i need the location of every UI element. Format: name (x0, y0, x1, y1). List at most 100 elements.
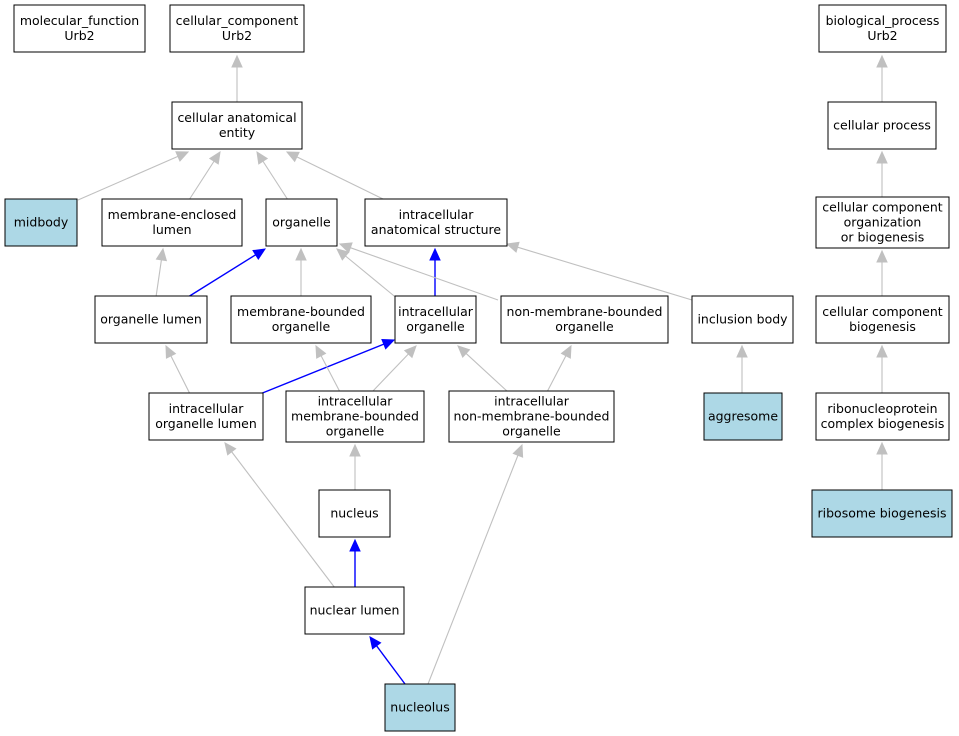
arrowhead-icon (429, 247, 441, 261)
node-label: molecular_function (20, 13, 139, 28)
edge-intracellular_organelle-to-organelle (336, 248, 400, 301)
edge-line (155, 259, 162, 298)
node-nuclear-lumen[interactable]: nuclear lumen (304, 586, 405, 635)
node-label: ribonucleoprotein (827, 401, 937, 416)
node-nucleolus[interactable]: nucleolus (384, 683, 456, 732)
edge-midbody-to-cellular_anatomical_entity (77, 151, 190, 201)
node-box (703, 392, 783, 441)
arrowhead-icon (315, 344, 327, 359)
node-label: organelle (272, 215, 331, 230)
edge-line (262, 160, 289, 201)
node-label: organization (844, 215, 922, 230)
node-intracellular-nmbo[interactable]: intracellularnon-membrane-boundedorganel… (448, 390, 615, 443)
node-label: biological_process (826, 13, 940, 28)
node-label: non-membrane-bounded (454, 409, 610, 424)
node-box (364, 198, 508, 247)
node-box (171, 101, 303, 150)
node-label: aggresome (708, 409, 778, 424)
node-box (394, 295, 477, 344)
node-inclusion-body[interactable]: inclusion body (691, 295, 794, 344)
node-label: cellular component (822, 304, 942, 319)
node-label: complex biogenesis (821, 416, 945, 431)
node-box (148, 392, 264, 441)
node-box (448, 390, 615, 443)
arrowhead-icon (231, 54, 243, 68)
edge-cc_biogenesis-to-cc_org_biogenesis (876, 249, 888, 297)
node-label: anatomical structure (371, 222, 501, 237)
edge-line (259, 343, 385, 395)
node-label: ribosome biogenesis (818, 506, 947, 521)
edge-line (517, 246, 693, 301)
node-label: biogenesis (849, 319, 916, 334)
node-organelle[interactable]: organelle (265, 198, 338, 247)
node-label: Urb2 (867, 28, 897, 43)
arrowhead-icon (175, 151, 190, 162)
arrowhead-icon (381, 338, 396, 350)
edge-membrane_bounded_organelle-to-organelle (295, 247, 307, 297)
edge-nucleolus-to-intracellular_nmbo (427, 443, 524, 685)
edges-layer (77, 54, 888, 685)
node-organelle-lumen[interactable]: organelle lumen (94, 295, 208, 344)
edge-organelle_lumen-to-organelle (187, 248, 267, 298)
arrowhead-icon (295, 247, 307, 261)
edge-line (345, 255, 400, 301)
edge-line (187, 254, 257, 298)
node-label: organelle (272, 319, 331, 334)
node-aggresome[interactable]: aggresome (703, 392, 783, 441)
node-cellular-process[interactable]: cellular process (827, 101, 937, 150)
node-box (304, 586, 405, 635)
edge-intracellular_nmbo-to-non_membrane_bounded_organelle (546, 344, 572, 393)
node-box (818, 4, 947, 53)
node-box (691, 295, 794, 344)
node-label: Urb2 (64, 28, 94, 43)
arrowhead-icon (876, 54, 888, 68)
edge-line (170, 355, 191, 395)
node-midbody[interactable]: midbody (4, 198, 78, 247)
arrowhead-icon (336, 248, 350, 261)
node-label: nuclear lumen (310, 603, 400, 618)
node-label: non-membrane-bounded (507, 304, 663, 319)
node-label: lumen (152, 222, 191, 237)
arrowhead-icon (876, 249, 888, 263)
edge-intracellular_nmbo-to-intracellular_organelle (457, 345, 509, 393)
arrowhead-icon (736, 344, 748, 358)
edge-line (427, 455, 519, 685)
node-box (815, 196, 950, 249)
arrowhead-icon (165, 344, 177, 359)
node-label: entity (219, 125, 256, 140)
node-box (265, 198, 338, 247)
node-box (815, 295, 950, 344)
node-ribosome-biogenesis[interactable]: ribosome biogenesis (811, 489, 953, 538)
node-box (4, 198, 78, 247)
edge-line (77, 155, 179, 201)
node-label: intracellular (399, 207, 475, 222)
node-label: or biogenesis (841, 230, 925, 245)
node-label: membrane-enclosed (108, 207, 237, 222)
node-nucleus[interactable]: nucleus (318, 489, 391, 538)
node-label: intracellular (169, 401, 245, 416)
edge-membrane_enclosed_lumen-to-cellular_anatomical_entity (188, 150, 221, 201)
node-label: intracellular (494, 394, 570, 409)
node-label: cellular component (822, 200, 942, 215)
edge-rnp_biogenesis-to-cc_biogenesis (876, 344, 888, 394)
edge-cellular_anatomical_entity-to-cc_urb2 (231, 54, 243, 102)
edge-line (231, 451, 336, 589)
nodes-layer: molecular_functionUrb2cellular_component… (4, 4, 953, 732)
arrowhead-icon (252, 248, 267, 260)
edge-line (371, 353, 409, 393)
